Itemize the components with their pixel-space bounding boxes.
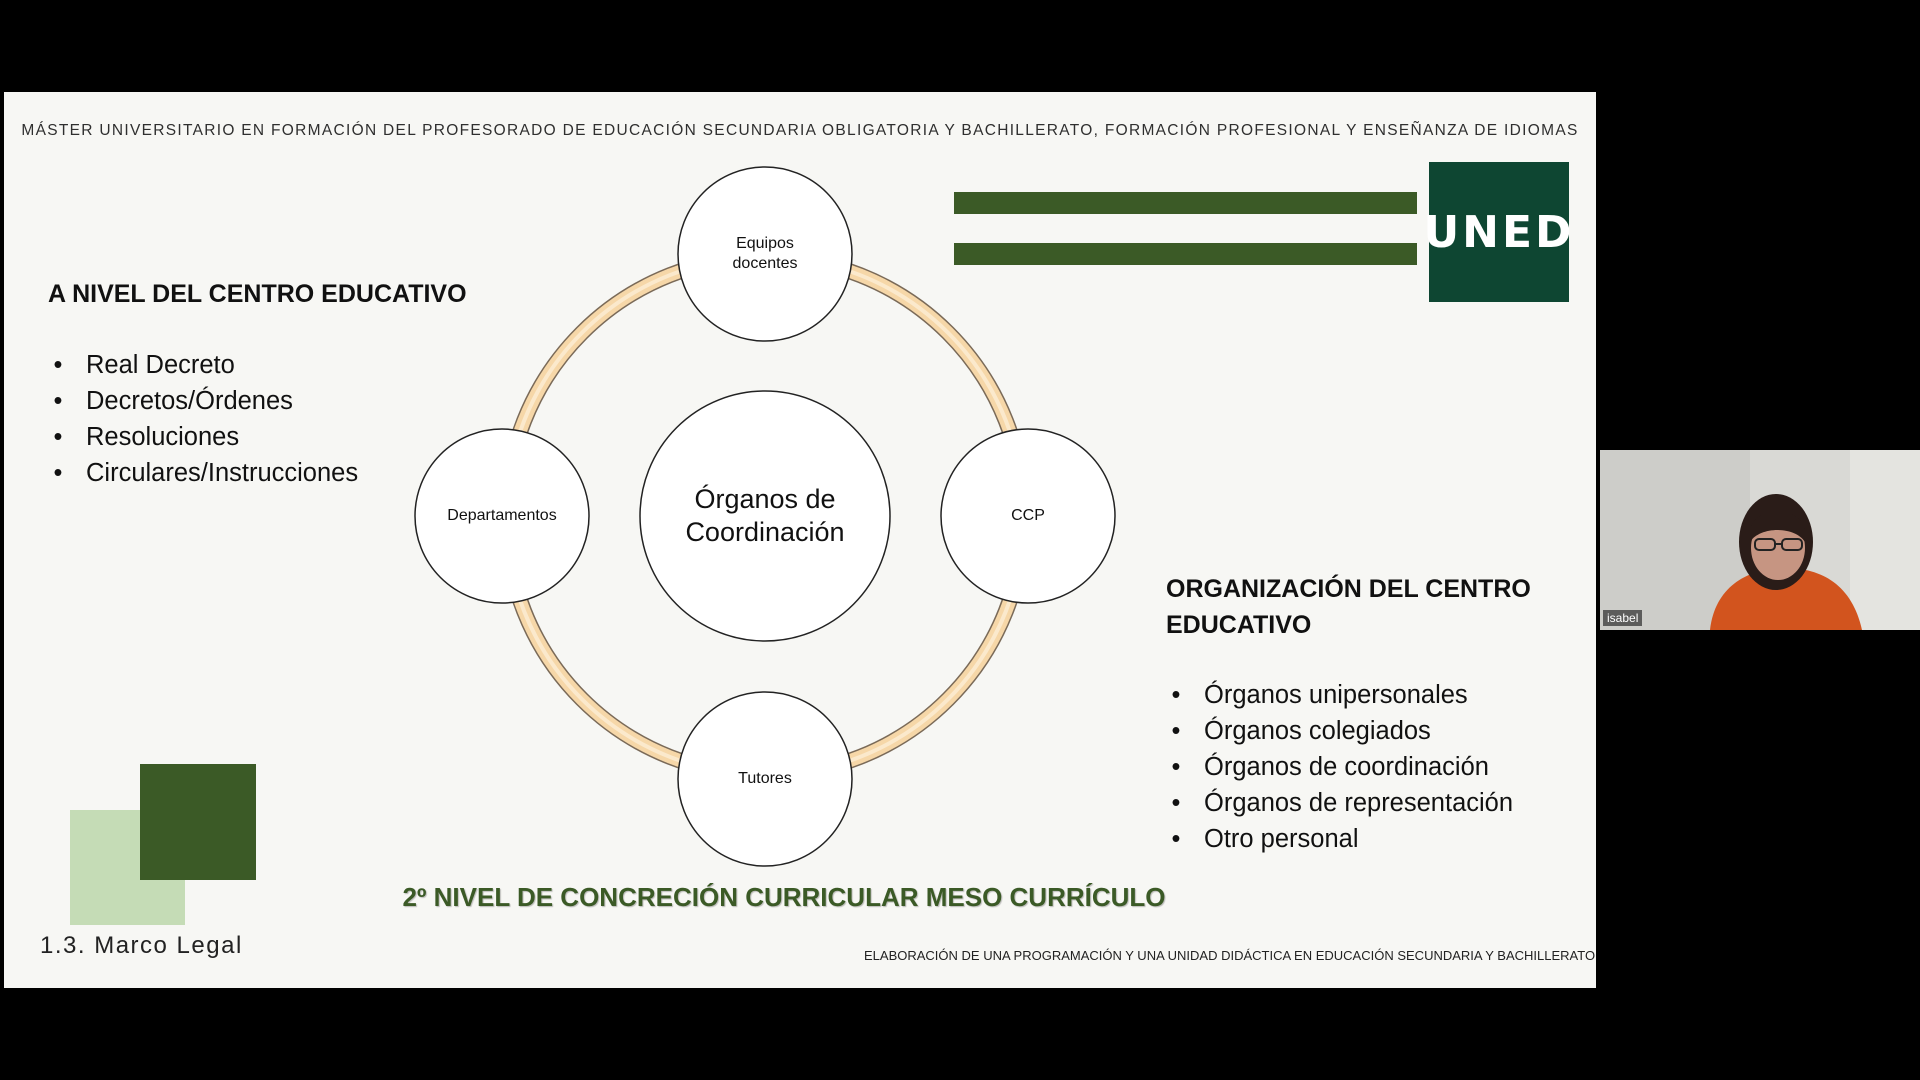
section-label: 1.3. Marco Legal bbox=[40, 932, 243, 959]
slide-footer: ELABORACIÓN DE UNA PROGRAMACIÓN Y UNA UN… bbox=[864, 948, 1596, 963]
left-bullet-list: •Real Decreto •Decretos/Órdenes •Resoluc… bbox=[48, 347, 359, 491]
list-item: •Órganos colegiados bbox=[1171, 717, 1431, 745]
slide-header: MÁSTER UNIVERSITARIO EN FORMACIÓN DEL PR… bbox=[21, 122, 1579, 139]
right-bullet-list: •Órganos unipersonales •Órganos colegiad… bbox=[1166, 677, 1514, 857]
presentation-slide: MÁSTER UNIVERSITARIO EN FORMACIÓN DEL PR… bbox=[4, 92, 1596, 988]
coordination-diagram bbox=[414, 166, 1116, 867]
uned-logo: UNED bbox=[1423, 162, 1572, 302]
list-item: •Otro personal bbox=[1171, 825, 1359, 853]
list-item: •Resoluciones bbox=[53, 423, 240, 451]
list-item: •Decretos/Órdenes bbox=[53, 387, 293, 415]
center-node bbox=[639, 390, 891, 642]
header-bar-bottom bbox=[954, 243, 1417, 265]
bottom-node-label: Tutores bbox=[738, 770, 792, 787]
left-section-title: A NIVEL DEL CENTRO EDUCATIVO bbox=[48, 280, 467, 308]
list-item: •Real Decreto bbox=[53, 351, 235, 379]
right-node bbox=[940, 428, 1116, 604]
top-node-label: Equipos docentes bbox=[732, 235, 798, 272]
participant-name-badge: isabel bbox=[1603, 610, 1643, 626]
left-node bbox=[414, 428, 590, 604]
header-bar-top bbox=[954, 192, 1417, 214]
left-node-label: Departamentos bbox=[447, 507, 557, 524]
list-item: •Circulares/Instrucciones bbox=[53, 459, 359, 487]
list-item: •Órganos de representación bbox=[1171, 789, 1514, 817]
center-node-label: Órganos de Coordinación bbox=[685, 484, 845, 547]
decorative-square-dark bbox=[140, 764, 256, 880]
curriculum-level-title: 2º NIVEL DE CONCRECIÓN CURRICULAR MESO C… bbox=[402, 882, 1166, 912]
list-item: •Órganos unipersonales bbox=[1171, 681, 1468, 709]
uned-logo-text: UNED bbox=[1423, 206, 1575, 258]
webcam-tile[interactable]: isabel bbox=[1600, 450, 1920, 630]
participant-video bbox=[1600, 450, 1920, 630]
right-section-title: ORGANIZACIÓN DEL CENTRO EDUCATIVO bbox=[1166, 575, 1531, 639]
right-node-label: CCP bbox=[1011, 507, 1045, 524]
top-node bbox=[677, 166, 853, 342]
bottom-node bbox=[677, 691, 853, 867]
list-item: •Órganos de coordinación bbox=[1171, 753, 1489, 781]
